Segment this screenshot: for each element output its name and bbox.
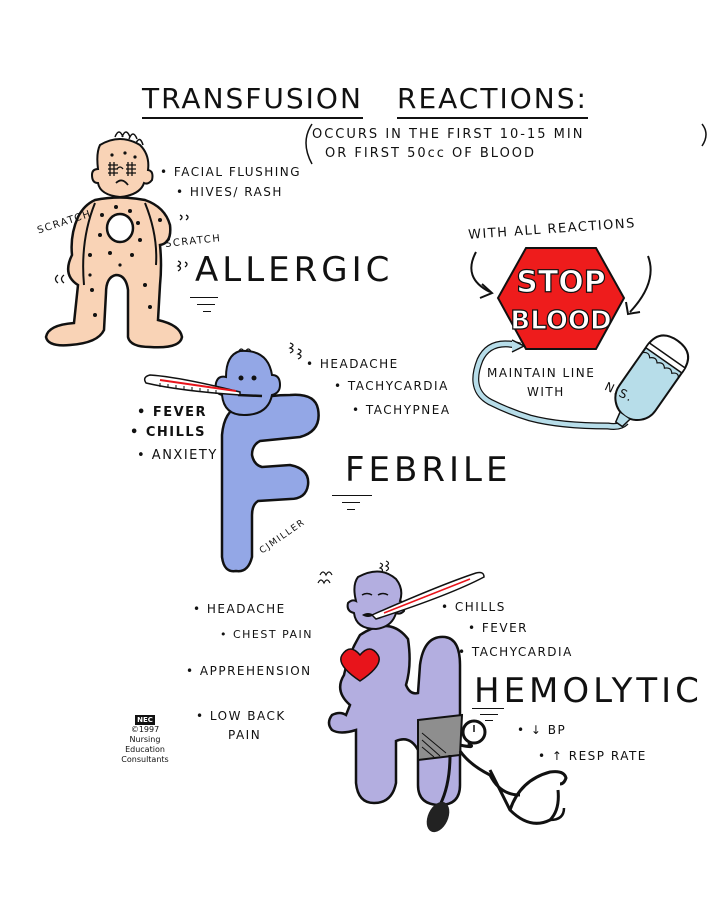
febrile-label: FEBRILE xyxy=(345,450,512,490)
febrile-left-symptom-3: • ANXIETY xyxy=(137,448,218,463)
febrile-figure-icon xyxy=(143,342,320,573)
hemolytic-left-symptom-1: • HEADACHE xyxy=(193,602,286,616)
timing-note-line2: OR FIRST 50cc OF BLOOD xyxy=(325,146,537,161)
allergic-underline-3 xyxy=(203,311,211,312)
febrile-left-symptom-2: • CHILLS xyxy=(130,425,207,440)
credit-org-2: Education xyxy=(125,745,165,754)
febrile-left-symptom-1: • FEVER xyxy=(137,405,208,420)
title-part2: REACTIONS: xyxy=(397,82,588,119)
arrow-right-icon xyxy=(625,255,652,316)
febrile-right-symptom-1: • HEADACHE xyxy=(306,357,399,371)
allergic-symptom-2: • HIVES/ RASH xyxy=(176,185,283,199)
febrile-underline-2 xyxy=(342,502,360,503)
allergic-underline-2 xyxy=(197,304,215,305)
hemolytic-label: HEMOLYTIC xyxy=(474,671,703,711)
all-reactions-header: WITH ALL REACTIONS xyxy=(467,216,637,243)
credit-year: ©1997 xyxy=(130,725,160,734)
vitals-bp: • ↓ BP xyxy=(517,723,567,737)
blood-text: BLOOD xyxy=(510,306,611,336)
timing-note-paren-close-icon xyxy=(701,123,707,147)
allergic-symptom-1: • FACIAL FLUSHING xyxy=(160,165,302,179)
timing-note-line1: OCCURS IN THE FIRST 10-15 MIN xyxy=(312,127,585,142)
hemolytic-left-symptom-2: • CHEST PAIN xyxy=(220,628,314,641)
hemolytic-right-symptom-2: • FEVER xyxy=(468,621,529,635)
timing-note-paren-icon xyxy=(305,123,313,165)
stethoscope-icon xyxy=(488,769,568,825)
febrile-underline xyxy=(332,495,372,496)
maintain-line-2: WITH xyxy=(527,385,565,399)
hemolytic-left-symptom-3: • APPREHENSION xyxy=(186,664,312,678)
hemolytic-left-symptom-4: • LOW BACK xyxy=(196,709,286,723)
vitals-resp-rate: • ↑ RESP RATE xyxy=(538,749,647,763)
febrile-right-symptom-3: • TACHYPNEA xyxy=(352,403,451,417)
hemolytic-left-symptom-4b: PAIN xyxy=(228,728,262,742)
stop-text: STOP xyxy=(516,265,606,300)
hemolytic-right-symptom-1: • CHILLS xyxy=(441,600,506,614)
stop-sign-icon: STOP BLOOD xyxy=(496,247,626,350)
hemolytic-underline-2 xyxy=(480,714,498,715)
credit-block: NEC ©1997 Nursing Education Consultants xyxy=(112,715,178,765)
credit-org-3: Consultants xyxy=(121,755,169,764)
febrile-underline-3 xyxy=(347,509,355,510)
hemolytic-underline xyxy=(472,708,504,709)
allergic-label: ALLERGIC xyxy=(195,250,394,290)
hemolytic-figure-icon xyxy=(317,560,521,833)
title-part1: TRANSFUSION xyxy=(142,82,363,119)
maintain-line-1: MAINTAIN LINE xyxy=(487,366,596,380)
arrow-left-icon xyxy=(470,251,494,299)
credit-org-1: Nursing xyxy=(129,735,161,744)
allergic-figure-icon xyxy=(44,131,189,349)
allergic-underline xyxy=(190,297,218,298)
credit-logo: NEC xyxy=(135,715,155,725)
saline-bag-icon xyxy=(472,334,690,430)
febrile-right-symptom-2: • TACHYCARDIA xyxy=(334,379,449,393)
hemolytic-right-symptom-3: • TACHYCARDIA xyxy=(458,645,573,659)
hemolytic-underline-3 xyxy=(485,720,493,721)
